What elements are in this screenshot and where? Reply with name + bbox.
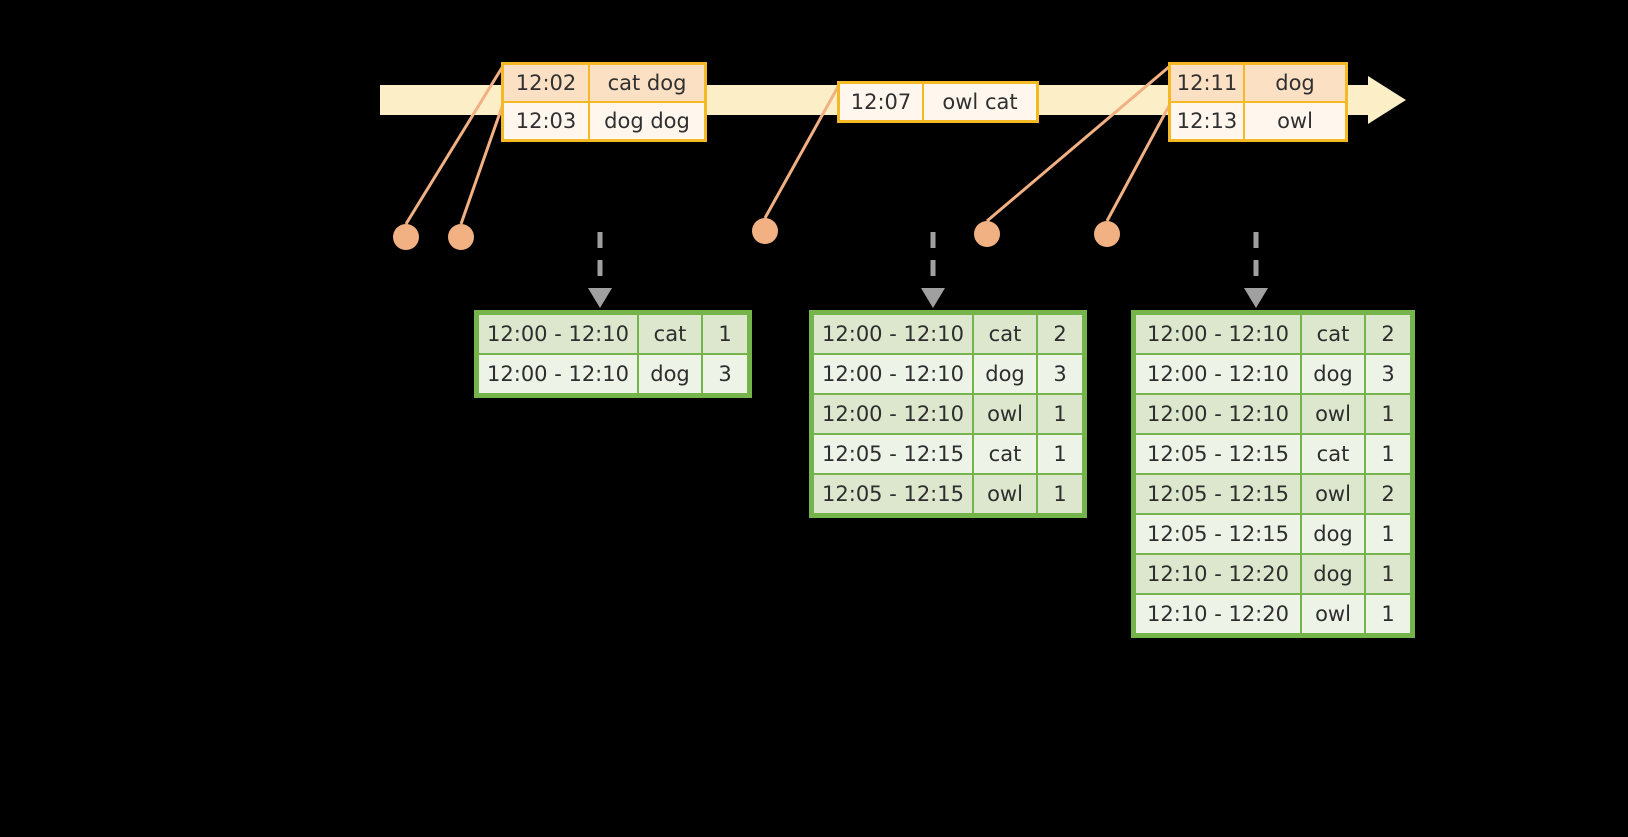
result-window: 12:00 - 12:10 — [478, 354, 638, 394]
result-count: 1 — [1365, 434, 1411, 474]
result-word: cat — [638, 314, 702, 354]
result-word: owl — [973, 474, 1037, 514]
result-count: 1 — [1037, 394, 1083, 434]
event-time: 12:03 — [504, 103, 590, 139]
connector-dot-5 — [1094, 221, 1120, 247]
leader-line-5 — [1105, 103, 1172, 222]
leader-line-2 — [459, 103, 505, 225]
result-word: dog — [1301, 354, 1365, 394]
flow-arrow-1-head-icon — [588, 288, 612, 308]
result-window: 12:10 - 12:20 — [1135, 594, 1301, 634]
connector-dot-1 — [393, 224, 419, 250]
result-count: 1 — [1365, 554, 1411, 594]
result-window: 12:05 - 12:15 — [813, 434, 973, 474]
result-window: 12:10 - 12:20 — [1135, 554, 1301, 594]
connector-dot-2 — [448, 224, 474, 250]
result-count: 3 — [1365, 354, 1411, 394]
result-window: 12:00 - 12:10 — [813, 354, 973, 394]
result-count: 3 — [702, 354, 748, 394]
result-count: 1 — [1037, 474, 1083, 514]
result-word: cat — [973, 434, 1037, 474]
event-words: owl cat — [924, 84, 1036, 120]
result-window: 12:05 - 12:15 — [1135, 474, 1301, 514]
result-count: 3 — [1037, 354, 1083, 394]
event-words: owl — [1245, 103, 1345, 139]
result-count: 1 — [1365, 594, 1411, 634]
result-word: dog — [1301, 514, 1365, 554]
result-window: 12:05 - 12:15 — [1135, 514, 1301, 554]
result-word: cat — [1301, 434, 1365, 474]
result-word: owl — [973, 394, 1037, 434]
result-word: cat — [973, 314, 1037, 354]
result-window: 12:05 - 12:15 — [1135, 434, 1301, 474]
event-words: dog dog — [590, 103, 704, 139]
flow-arrow-2-head-icon — [921, 288, 945, 308]
result-count: 1 — [1037, 434, 1083, 474]
result-count: 1 — [1365, 394, 1411, 434]
event-words: cat dog — [590, 65, 704, 101]
result-window: 12:00 - 12:10 — [813, 314, 973, 354]
result-word: cat — [1301, 314, 1365, 354]
event-time: 12:11 — [1171, 65, 1245, 101]
result-window: 12:00 - 12:10 — [1135, 394, 1301, 434]
event-time: 12:13 — [1171, 103, 1245, 139]
result-window: 12:00 - 12:10 — [478, 314, 638, 354]
result-window: 12:00 - 12:10 — [1135, 354, 1301, 394]
result-window: 12:00 - 12:10 — [1135, 314, 1301, 354]
result-count: 2 — [1365, 314, 1411, 354]
result-word: owl — [1301, 474, 1365, 514]
result-count: 2 — [1037, 314, 1083, 354]
event-time: 12:07 — [840, 84, 924, 120]
result-word: dog — [638, 354, 702, 394]
event-time: 12:02 — [504, 65, 590, 101]
connector-dot-4 — [974, 221, 1000, 247]
connector-dot-3 — [752, 218, 778, 244]
event-words: dog — [1245, 65, 1345, 101]
result-window: 12:00 - 12:10 — [813, 394, 973, 434]
result-count: 1 — [702, 314, 748, 354]
result-count: 2 — [1365, 474, 1411, 514]
right-arrowhead-icon — [1368, 76, 1406, 124]
result-word: owl — [1301, 394, 1365, 434]
result-word: dog — [973, 354, 1037, 394]
flow-arrow-3-head-icon — [1244, 288, 1268, 308]
result-word: dog — [1301, 554, 1365, 594]
result-count: 1 — [1365, 514, 1411, 554]
result-word: owl — [1301, 594, 1365, 634]
result-window: 12:05 - 12:15 — [813, 474, 973, 514]
